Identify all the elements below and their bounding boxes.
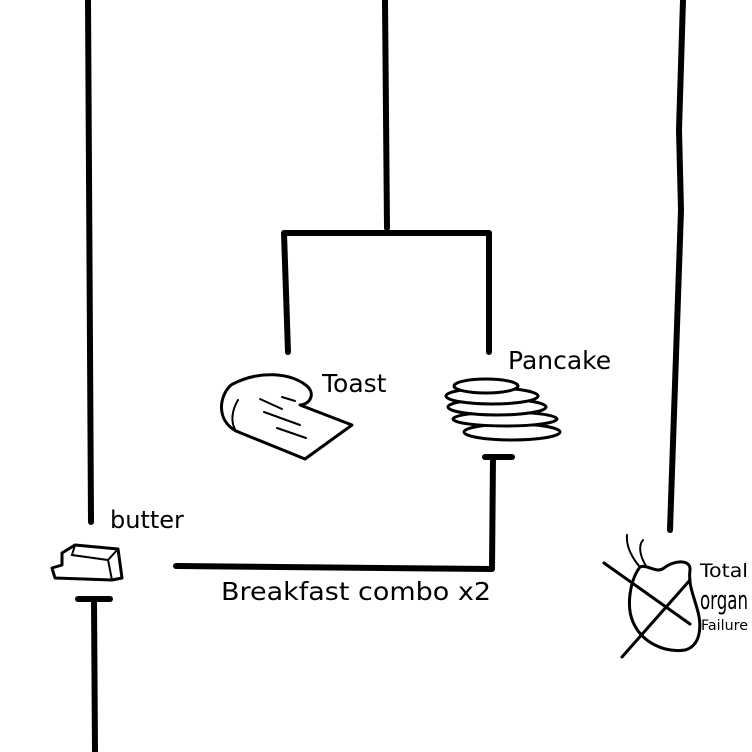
- toast-label: Toast: [321, 369, 387, 398]
- butter-label: butter: [110, 506, 184, 534]
- crossed-out-organ-icon: [602, 534, 702, 659]
- toast-icon: [220, 373, 354, 461]
- combo-label: Breakfast combo x2: [221, 577, 491, 606]
- left-vertical-line: [85, 0, 94, 525]
- pancake-label: Pancake: [508, 346, 611, 375]
- organ-label-line3: Failure: [701, 618, 748, 634]
- lower-left-line: [91, 597, 98, 752]
- organ-label-line2: organ: [700, 586, 748, 616]
- pancake-stack-icon: [444, 377, 562, 442]
- butter-icon: [50, 543, 124, 582]
- combo-connector: [173, 454, 496, 572]
- right-vertical-line: [667, 0, 686, 533]
- organ-label-line1: Total: [699, 560, 748, 582]
- center-vertical-line: [382, 0, 390, 231]
- top-bracket: [281, 230, 492, 355]
